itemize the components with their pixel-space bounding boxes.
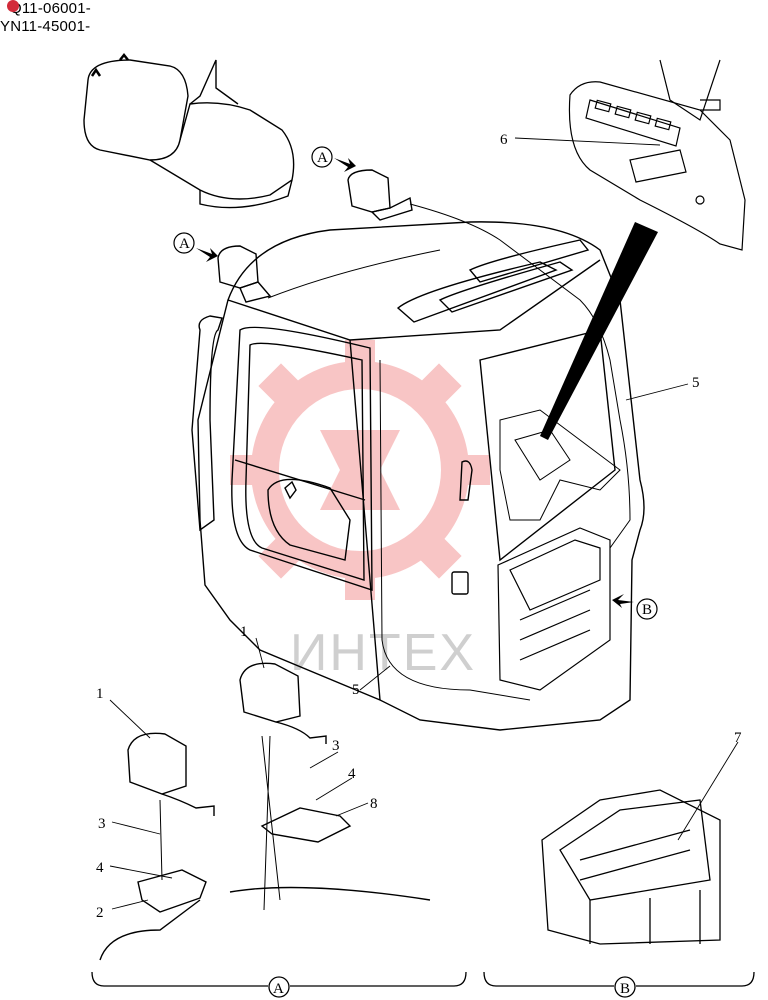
cab-body [191,221,645,731]
leader-lines [109,137,739,910]
section-bracket-b [483,971,755,998]
serial-range-1: Q11-06001- [7,0,91,17]
callout-8: 8 [370,796,378,812]
svg-text:A: A [179,236,190,252]
callout-5-right: 5 [692,375,700,391]
svg-text:A: A [317,150,328,166]
view-marker-b-cab: B [612,594,658,620]
callout-6: 6 [500,132,508,148]
speaker-mount-top-right [347,169,413,221]
watermark-text: ИНТЕХ [290,624,476,682]
wiring-harness [267,203,631,701]
callout-2: 2 [96,905,104,921]
dashboard-detail [568,59,746,251]
callout-3-left: 3 [98,816,106,832]
callout-4-top: 4 [348,766,356,782]
callout-3-top: 3 [332,738,340,754]
speaker-1-center [239,662,352,911]
serial-range-2: YN11-45001- [0,18,91,35]
view-marker-a-left: A [173,232,218,262]
detail-pointer [540,222,658,440]
speaker-mount-top-left [217,245,272,303]
interior-console [499,409,621,521]
callout-7: 7 [734,730,742,746]
operator-seat [83,52,295,209]
red-marker-icon [7,0,19,12]
svg-text:B: B [642,602,652,618]
callout-4-left: 4 [96,860,104,876]
section-label-b: B [620,981,630,997]
callout-5-center: 5 [352,682,360,698]
section-bracket-a [91,971,467,998]
callout-1-left: 1 [96,686,104,702]
section-label-a: A [273,981,284,997]
fuse-box-detail [541,789,721,945]
view-marker-a-top: A [311,146,356,172]
callout-1-top: 1 [240,624,248,640]
speaker-1-left [99,732,431,961]
fuse-box-in-cab [497,527,611,691]
